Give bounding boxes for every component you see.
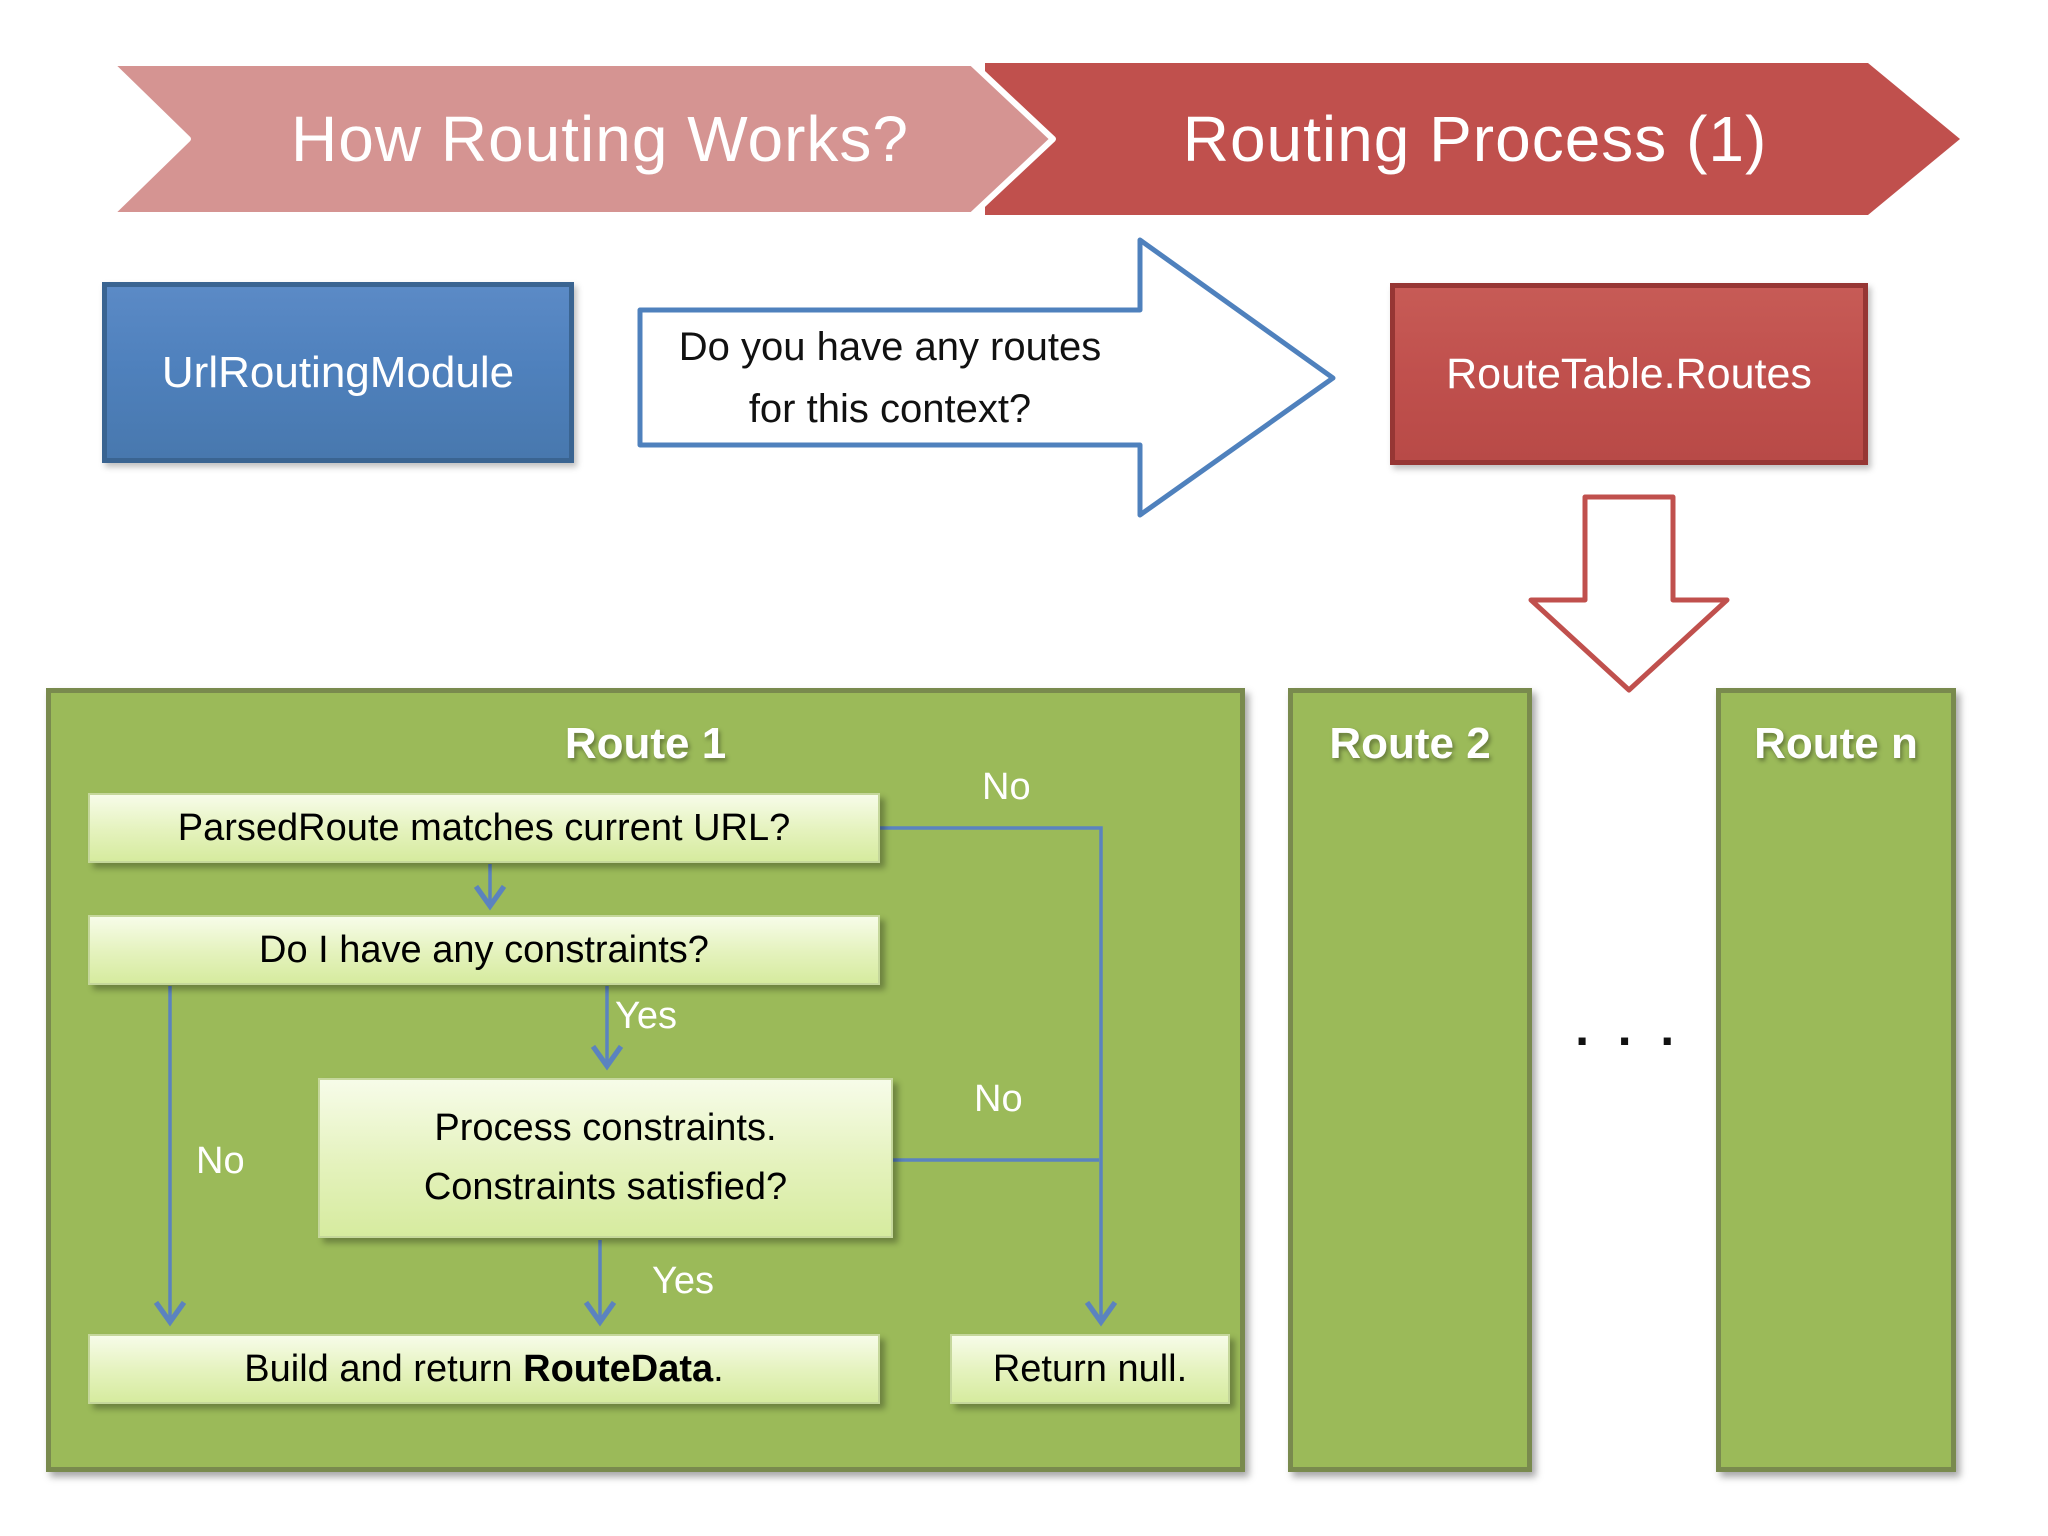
process-constraints-box: Process constraints. Constraints satisfi… (318, 1078, 893, 1238)
route2-title: Route 2 (1329, 719, 1491, 768)
edge-label-no-constraints: No (196, 1140, 245, 1182)
route2-container: Route 2 (1288, 688, 1532, 1472)
url-routing-module-box: UrlRoutingModule (102, 282, 574, 463)
route-n-container: Route n (1716, 688, 1956, 1472)
route-table-routes-box: RouteTable.Routes (1390, 283, 1868, 465)
edge-label-no-parsed: No (982, 766, 1031, 808)
build-prefix: Build and return (244, 1347, 524, 1390)
build-route-data-box: Build and return RouteData. (88, 1334, 880, 1404)
edge-label-yes-process: Yes (652, 1260, 714, 1302)
banner-step2-label: Routing Process (1) (1182, 103, 1768, 175)
route1-title: Route 1 (564, 719, 727, 768)
routes-ellipsis: · · · (1575, 1013, 1683, 1069)
question-arrow-text: Do you have any routes for this context? (650, 313, 1130, 443)
question-line2: for this context? (748, 387, 1032, 431)
edge-label-no-process: No (974, 1078, 1023, 1120)
build-bold-route-data: RouteData (523, 1347, 714, 1390)
banner-step1-label: How Routing Works? (291, 103, 909, 175)
route-table-routes-label: RouteTable.Routes (1446, 349, 1812, 398)
url-routing-module-label: UrlRoutingModule (161, 347, 515, 397)
route-n-title: Route n (1754, 719, 1918, 768)
question-line1: Do you have any routes (678, 325, 1102, 369)
build-route-data-text: Build and return RouteData. (244, 1348, 723, 1391)
build-suffix: . (713, 1347, 724, 1390)
parsed-route-box: ParsedRoute matches current URL? (88, 793, 880, 863)
down-arrow-icon (1528, 494, 1730, 693)
constraints-question-box: Do I have any constraints? (88, 915, 880, 985)
return-null-box: Return null. (950, 1334, 1230, 1404)
edge-label-yes-constraints: Yes (615, 995, 677, 1037)
